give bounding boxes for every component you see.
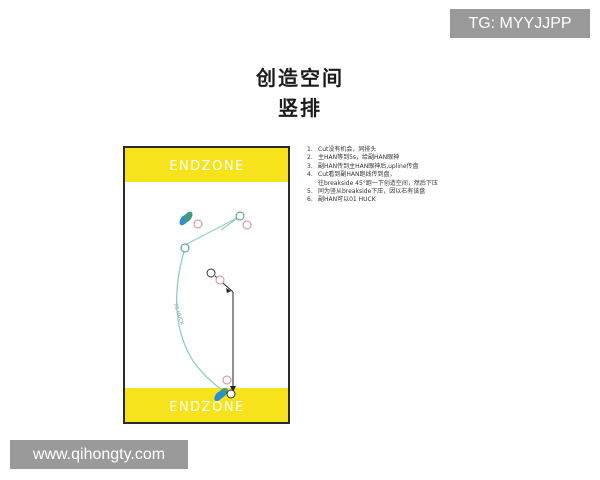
note-item: 4. Cut看到副HAN跑线传到盘， — [307, 171, 527, 179]
defender-marker — [242, 220, 252, 230]
note-number: 3. — [307, 162, 313, 170]
note-text: 同为竖从breakside下压，因以右有该盘 — [318, 188, 426, 196]
note-continuation: 往breakside 45°跑一下创造空间，然后下压 — [307, 180, 527, 188]
note-number: 2. — [307, 154, 313, 162]
note-item: 3. 副HAN传到主HAN眼神后,upline传盘 — [307, 163, 527, 171]
note-text: 主HAN等到5s，给副HAN眼神 — [318, 154, 400, 162]
note-text: 副HAN传到主HAN眼神后,upline传盘 — [318, 162, 419, 170]
defender-marker — [215, 275, 225, 285]
cutter-marker — [206, 268, 216, 278]
defender-marker — [193, 219, 203, 229]
defender-marker — [222, 375, 232, 385]
note-item: 6. 副HAN可以01 HUCK — [307, 196, 527, 204]
field-svg: ENDZONE ENDZONE 01 HUCK — [123, 146, 290, 424]
watermark-url-badge: www.qihongty.com — [10, 440, 188, 469]
note-text: Cut没有机会，同排头 — [318, 146, 377, 153]
endzone-top-label: ENDZONE — [169, 159, 245, 174]
play-diagram: ENDZONE ENDZONE 01 HUCK — [123, 146, 290, 424]
watermark-tg-badge: TG: MYYJJPP — [450, 9, 590, 38]
endzone-bottom-label: ENDZONE — [169, 400, 245, 415]
note-number: 6. — [307, 196, 313, 204]
note-number: 5. — [307, 188, 313, 196]
handler-pass-line — [220, 216, 240, 231]
page-title: 创造空间 — [256, 66, 344, 90]
note-text: 往breakside 45°跑一下创造空间，然后下压 — [318, 179, 438, 187]
play-notes-list: 1. Cut没有机会，同排头 2. 主HAN等到5s，给副HAN眼神 3. 副HAN传… — [307, 146, 527, 205]
note-item: 5. 同为竖从breakside下压，因以右有该盘 — [307, 188, 527, 196]
cut-route-arrowhead — [230, 386, 236, 392]
cut-route-diag-arrowhead — [226, 288, 231, 293]
page-subtitle: 竖排 — [278, 96, 322, 120]
handler-secondary-marker — [180, 243, 190, 253]
note-item: 2. 主HAN等到5s，给副HAN眼神 — [307, 154, 527, 162]
note-item: 1. Cut没有机会，同排头 — [307, 146, 527, 154]
note-text: 副HAN可以01 HUCK — [318, 196, 376, 204]
note-text: Cut看到副HAN跑线传到盘， — [318, 171, 396, 179]
endzone-top — [125, 148, 288, 182]
huck-path-curve — [176, 247, 226, 393]
cutter-catch-marker — [226, 389, 236, 399]
receiver-marker-2 — [214, 390, 224, 402]
field-border — [123, 146, 290, 424]
endzone-bottom — [125, 388, 288, 422]
player-right-marker — [235, 211, 245, 221]
note-number: 1. — [307, 146, 313, 153]
note-number: 4. — [307, 171, 313, 179]
handler-main-marker-2 — [183, 211, 193, 223]
upline-pass-line — [184, 216, 240, 246]
